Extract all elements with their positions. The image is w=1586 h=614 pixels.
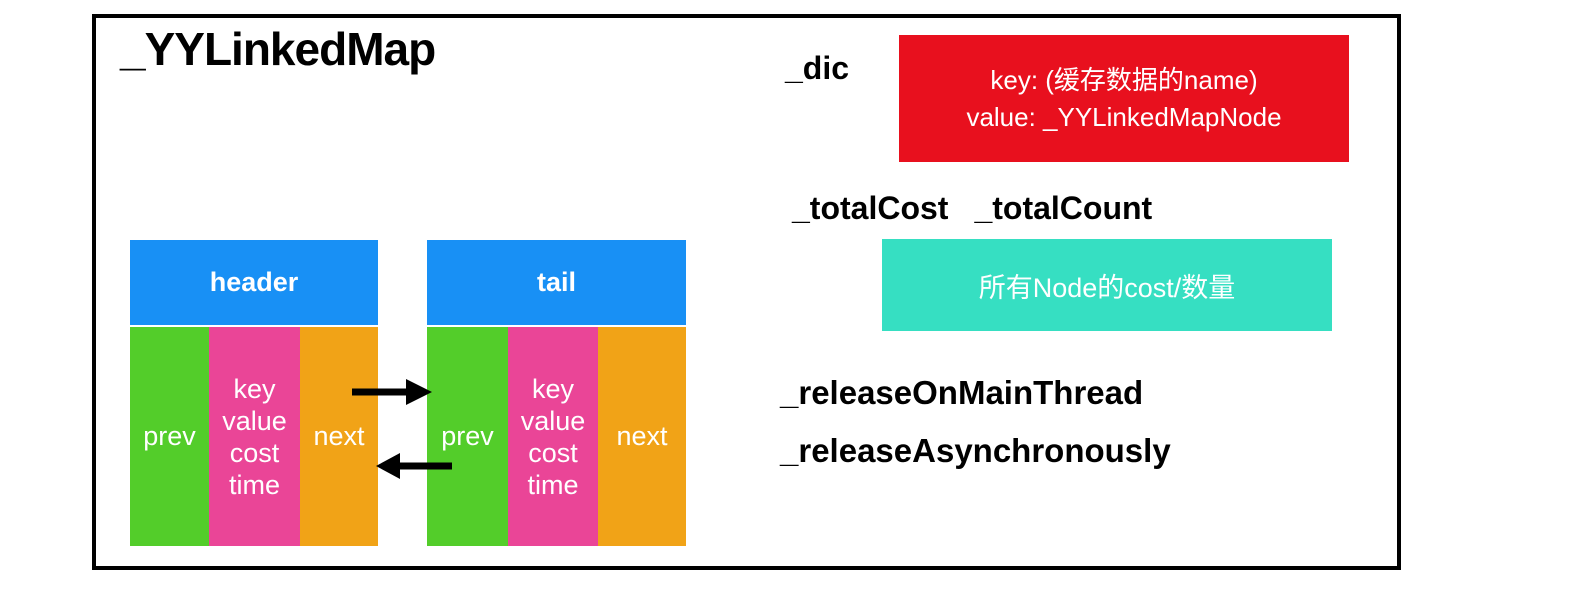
node-columns: prev key value cost time next (130, 327, 378, 546)
fields-cell: key value cost time (209, 327, 300, 546)
totals-description-box: 所有Node的cost/数量 (882, 239, 1332, 331)
total-cost-label: _totalCost (792, 190, 949, 226)
field-time: time (527, 469, 579, 500)
prev-cell: prev (427, 327, 508, 546)
fields-cell: key value cost time (508, 327, 598, 546)
field-cost: cost (528, 437, 578, 468)
dic-value-line: value: _YYLinkedMapNode (966, 101, 1282, 132)
release-on-main-thread-label: _releaseOnMainThread (780, 374, 1144, 411)
field-value: value (222, 405, 287, 436)
field-cost: cost (229, 437, 280, 468)
node-columns: prev key value cost time next (427, 327, 686, 546)
prev-cell: prev (130, 327, 209, 546)
next-cell: next (598, 327, 686, 546)
field-key: key (531, 373, 574, 404)
totals-property-labels: _totalCost _totalCount (792, 190, 1152, 227)
diagram-title: _YYLinkedMap (120, 23, 436, 75)
prev-pointer-arrow-icon (376, 453, 452, 479)
next-pointer-arrow-icon (352, 379, 432, 405)
node-title-header: header (130, 240, 378, 325)
total-count-label: _totalCount (974, 190, 1153, 226)
dic-description-box: key: (缓存数据的name) value: _YYLinkedMapNode (899, 35, 1349, 162)
dic-property-label: _dic (785, 50, 850, 86)
field-value: value (520, 405, 586, 436)
field-time: time (228, 469, 280, 500)
node-title-tail: tail (427, 240, 686, 325)
release-asynchronously-label: _releaseAsynchronously (780, 432, 1171, 469)
node-link-arrows (352, 379, 452, 479)
next-cell: next (300, 327, 378, 546)
field-key: key (233, 373, 276, 404)
dic-key-line: key: (缓存数据的name) (990, 64, 1258, 95)
